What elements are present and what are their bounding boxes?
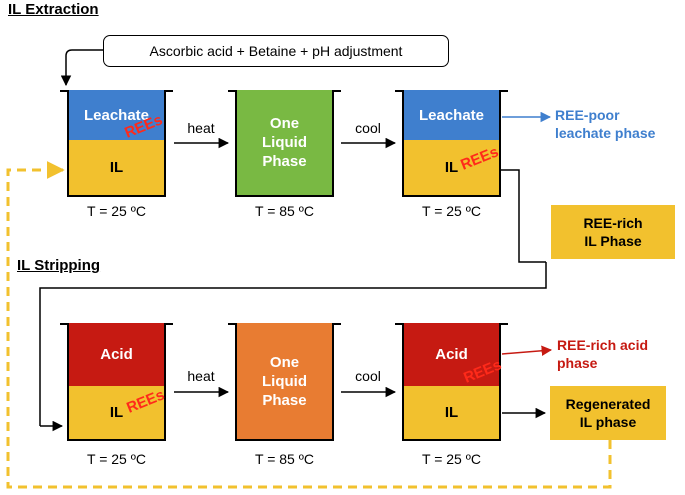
temperature-label: T = 25 ºC <box>422 451 481 467</box>
box-line: IL phase <box>579 414 637 430</box>
leachate-layer: Leachate <box>404 90 499 140</box>
extraction-beaker-3: Leachate IL <box>402 90 501 197</box>
temperature-label: T = 85 ºC <box>255 451 314 467</box>
temperature-label: T = 25 ºC <box>87 203 146 219</box>
ree-poor-output: REE-poor leachate phase <box>555 106 655 142</box>
il-transfer-line <box>501 169 546 263</box>
additive-arrow <box>60 49 103 87</box>
box-line: Regenerated <box>565 396 651 412</box>
one-liquid-phase-layer: One Liquid Phase <box>237 90 332 195</box>
additive-label: Ascorbic acid + Betaine + pH adjustment <box>149 43 403 59</box>
cool-label: cool <box>355 368 381 384</box>
il-transfer-line <box>39 262 547 426</box>
temperature-label: T = 25 ºC <box>87 451 146 467</box>
phase-label-line: Phase <box>262 391 307 409</box>
acid-label: Acid <box>100 346 133 363</box>
extraction-title: IL Extraction <box>8 1 99 18</box>
beaker-rim <box>60 323 67 325</box>
beaker-rim <box>60 90 67 92</box>
il-layer: IL <box>404 386 499 439</box>
phase-label-line: Phase <box>262 153 307 170</box>
one-liquid-phase-layer: One Liquid Phase <box>237 323 332 439</box>
leachate-layer: Leachate <box>69 90 164 140</box>
regenerated-il-phase-box: Regenerated IL phase <box>550 386 666 440</box>
phase-label-line: One <box>269 353 300 371</box>
acid-label: Acid <box>435 346 468 363</box>
leachate-label: Leachate <box>83 106 150 124</box>
beaker-rim <box>166 90 173 92</box>
heat-label: heat <box>187 368 215 384</box>
phase-label-line: Liquid <box>262 372 307 390</box>
extraction-beaker-1: Leachate IL <box>67 90 166 197</box>
il-layer: IL <box>404 140 499 195</box>
additive-callout: Ascorbic acid + Betaine + pH adjustment <box>103 35 449 67</box>
output-line: leachate phase <box>555 125 656 141</box>
leachate-label: Leachate <box>418 106 485 124</box>
ree-rich-acid-output: REE-rich acid phase <box>557 336 648 372</box>
acid-layer: Acid <box>69 323 164 386</box>
box-line: IL Phase <box>584 233 642 249</box>
il-label: IL <box>444 404 459 421</box>
ree-rich-il-phase-box: REE-rich IL Phase <box>551 205 675 259</box>
heat-label: heat <box>187 120 215 136</box>
output-line: phase <box>557 355 598 371</box>
phase-label-line: One <box>269 115 300 132</box>
beaker-rim <box>395 323 402 325</box>
il-label: IL <box>444 159 459 176</box>
temperature-label: T = 25 ºC <box>422 203 481 219</box>
recycle-loop <box>6 168 612 489</box>
stripping-beaker-1: Acid IL <box>67 323 166 441</box>
temperature-label: T = 85 ºC <box>255 203 314 219</box>
beaker-rim <box>334 90 341 92</box>
acid-layer: Acid <box>404 323 499 386</box>
stripping-title: IL Stripping <box>17 257 101 274</box>
beaker-rim <box>334 323 341 325</box>
beaker-rim <box>501 90 508 92</box>
beaker-rim <box>166 323 173 325</box>
stripping-beaker-3: Acid IL <box>402 323 501 441</box>
il-layer: IL <box>69 140 164 195</box>
output-line: REE-rich acid <box>557 337 649 353</box>
beaker-rim <box>228 323 235 325</box>
output-line: REE-poor <box>555 107 620 123</box>
stripping-beaker-2: One Liquid Phase <box>235 323 334 441</box>
il-label: IL <box>109 159 124 176</box>
ree-rich-acid-arrow <box>501 345 553 357</box>
il-label: IL <box>109 404 124 421</box>
beaker-rim <box>228 90 235 92</box>
il-layer: IL <box>69 386 164 439</box>
phase-label-line: Liquid <box>262 134 307 151</box>
box-line: REE-rich <box>583 215 643 231</box>
beaker-rim <box>501 323 508 325</box>
extraction-beaker-2: One Liquid Phase <box>235 90 334 197</box>
cool-label: cool <box>355 120 381 136</box>
beaker-rim <box>395 90 402 92</box>
